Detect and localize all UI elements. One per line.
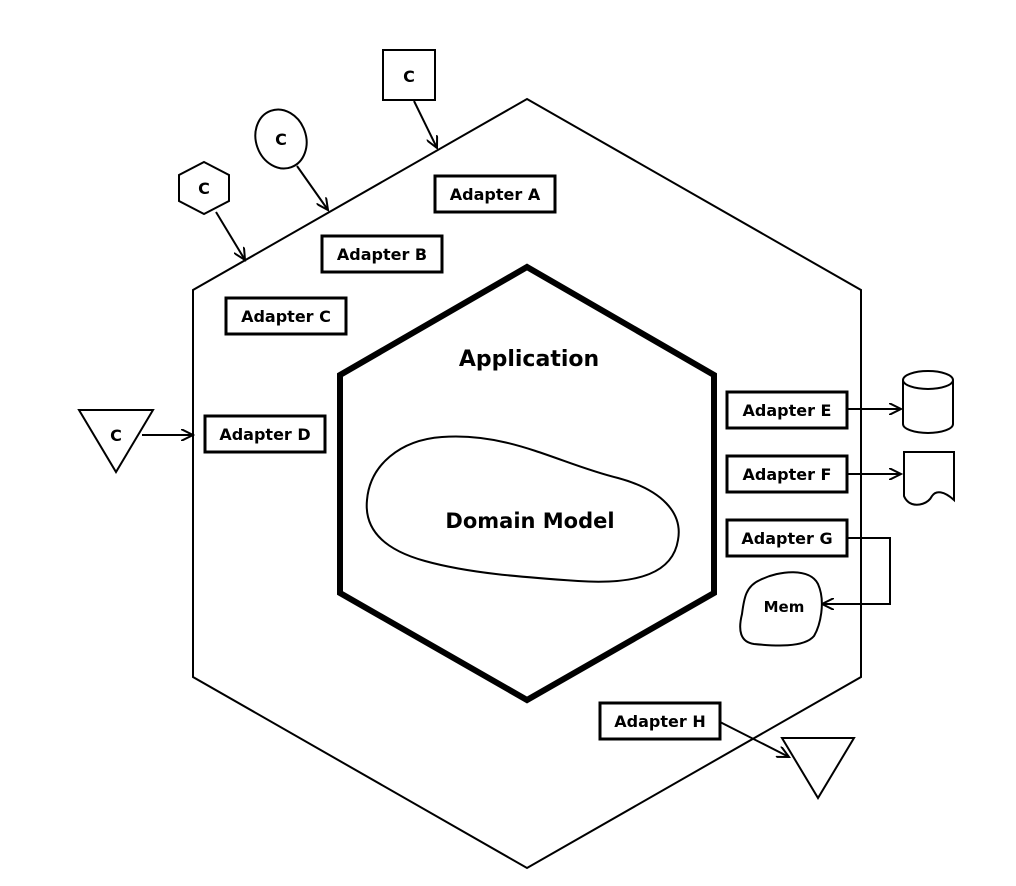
adapter-c-label: Adapter C (241, 307, 331, 326)
adapter-d: Adapter D (203, 414, 327, 454)
client-hexagon: C (178, 160, 230, 216)
application-label: Application (459, 347, 599, 372)
adapter-c: Adapter C (224, 296, 348, 336)
adapter-a-label: Adapter A (450, 185, 541, 204)
adapter-e-label: Adapter E (743, 401, 832, 420)
adapter-b: Adapter B (320, 234, 444, 274)
adapter-a: Adapter A (433, 174, 557, 214)
client-square-label: C (403, 67, 415, 86)
client-ellipse: C (254, 108, 308, 170)
database-icon (902, 370, 954, 434)
client-ellipse-label: C (275, 130, 287, 149)
client-square: C (382, 49, 436, 101)
memory-label: Mem (764, 598, 805, 616)
memory-blob: Mem (739, 571, 823, 647)
adapter-g-arrow (822, 537, 891, 604)
output-triangle (780, 737, 856, 800)
adapter-h-label: Adapter H (614, 712, 705, 731)
domain-model-label: Domain Model (445, 509, 614, 533)
adapter-g: Adapter G (725, 518, 849, 558)
client-triangle: C (77, 409, 155, 474)
adapter-f-label: Adapter F (743, 465, 832, 484)
adapter-b-label: Adapter B (337, 245, 427, 264)
client-square-arrow (413, 100, 437, 148)
client-triangle-label: C (110, 426, 122, 445)
document-icon (903, 451, 955, 506)
adapter-g-label: Adapter G (741, 529, 832, 548)
client-hexagon-label: C (198, 179, 210, 198)
adapter-d-label: Adapter D (219, 425, 310, 444)
adapter-e: Adapter E (725, 390, 849, 430)
adapter-h-arrow (719, 721, 789, 757)
adapter-f: Adapter F (725, 454, 849, 494)
domain-model-blob (365, 435, 680, 583)
client-hexagon-arrow (215, 211, 245, 260)
client-ellipse-arrow (296, 165, 328, 210)
adapter-h: Adapter H (598, 701, 722, 741)
